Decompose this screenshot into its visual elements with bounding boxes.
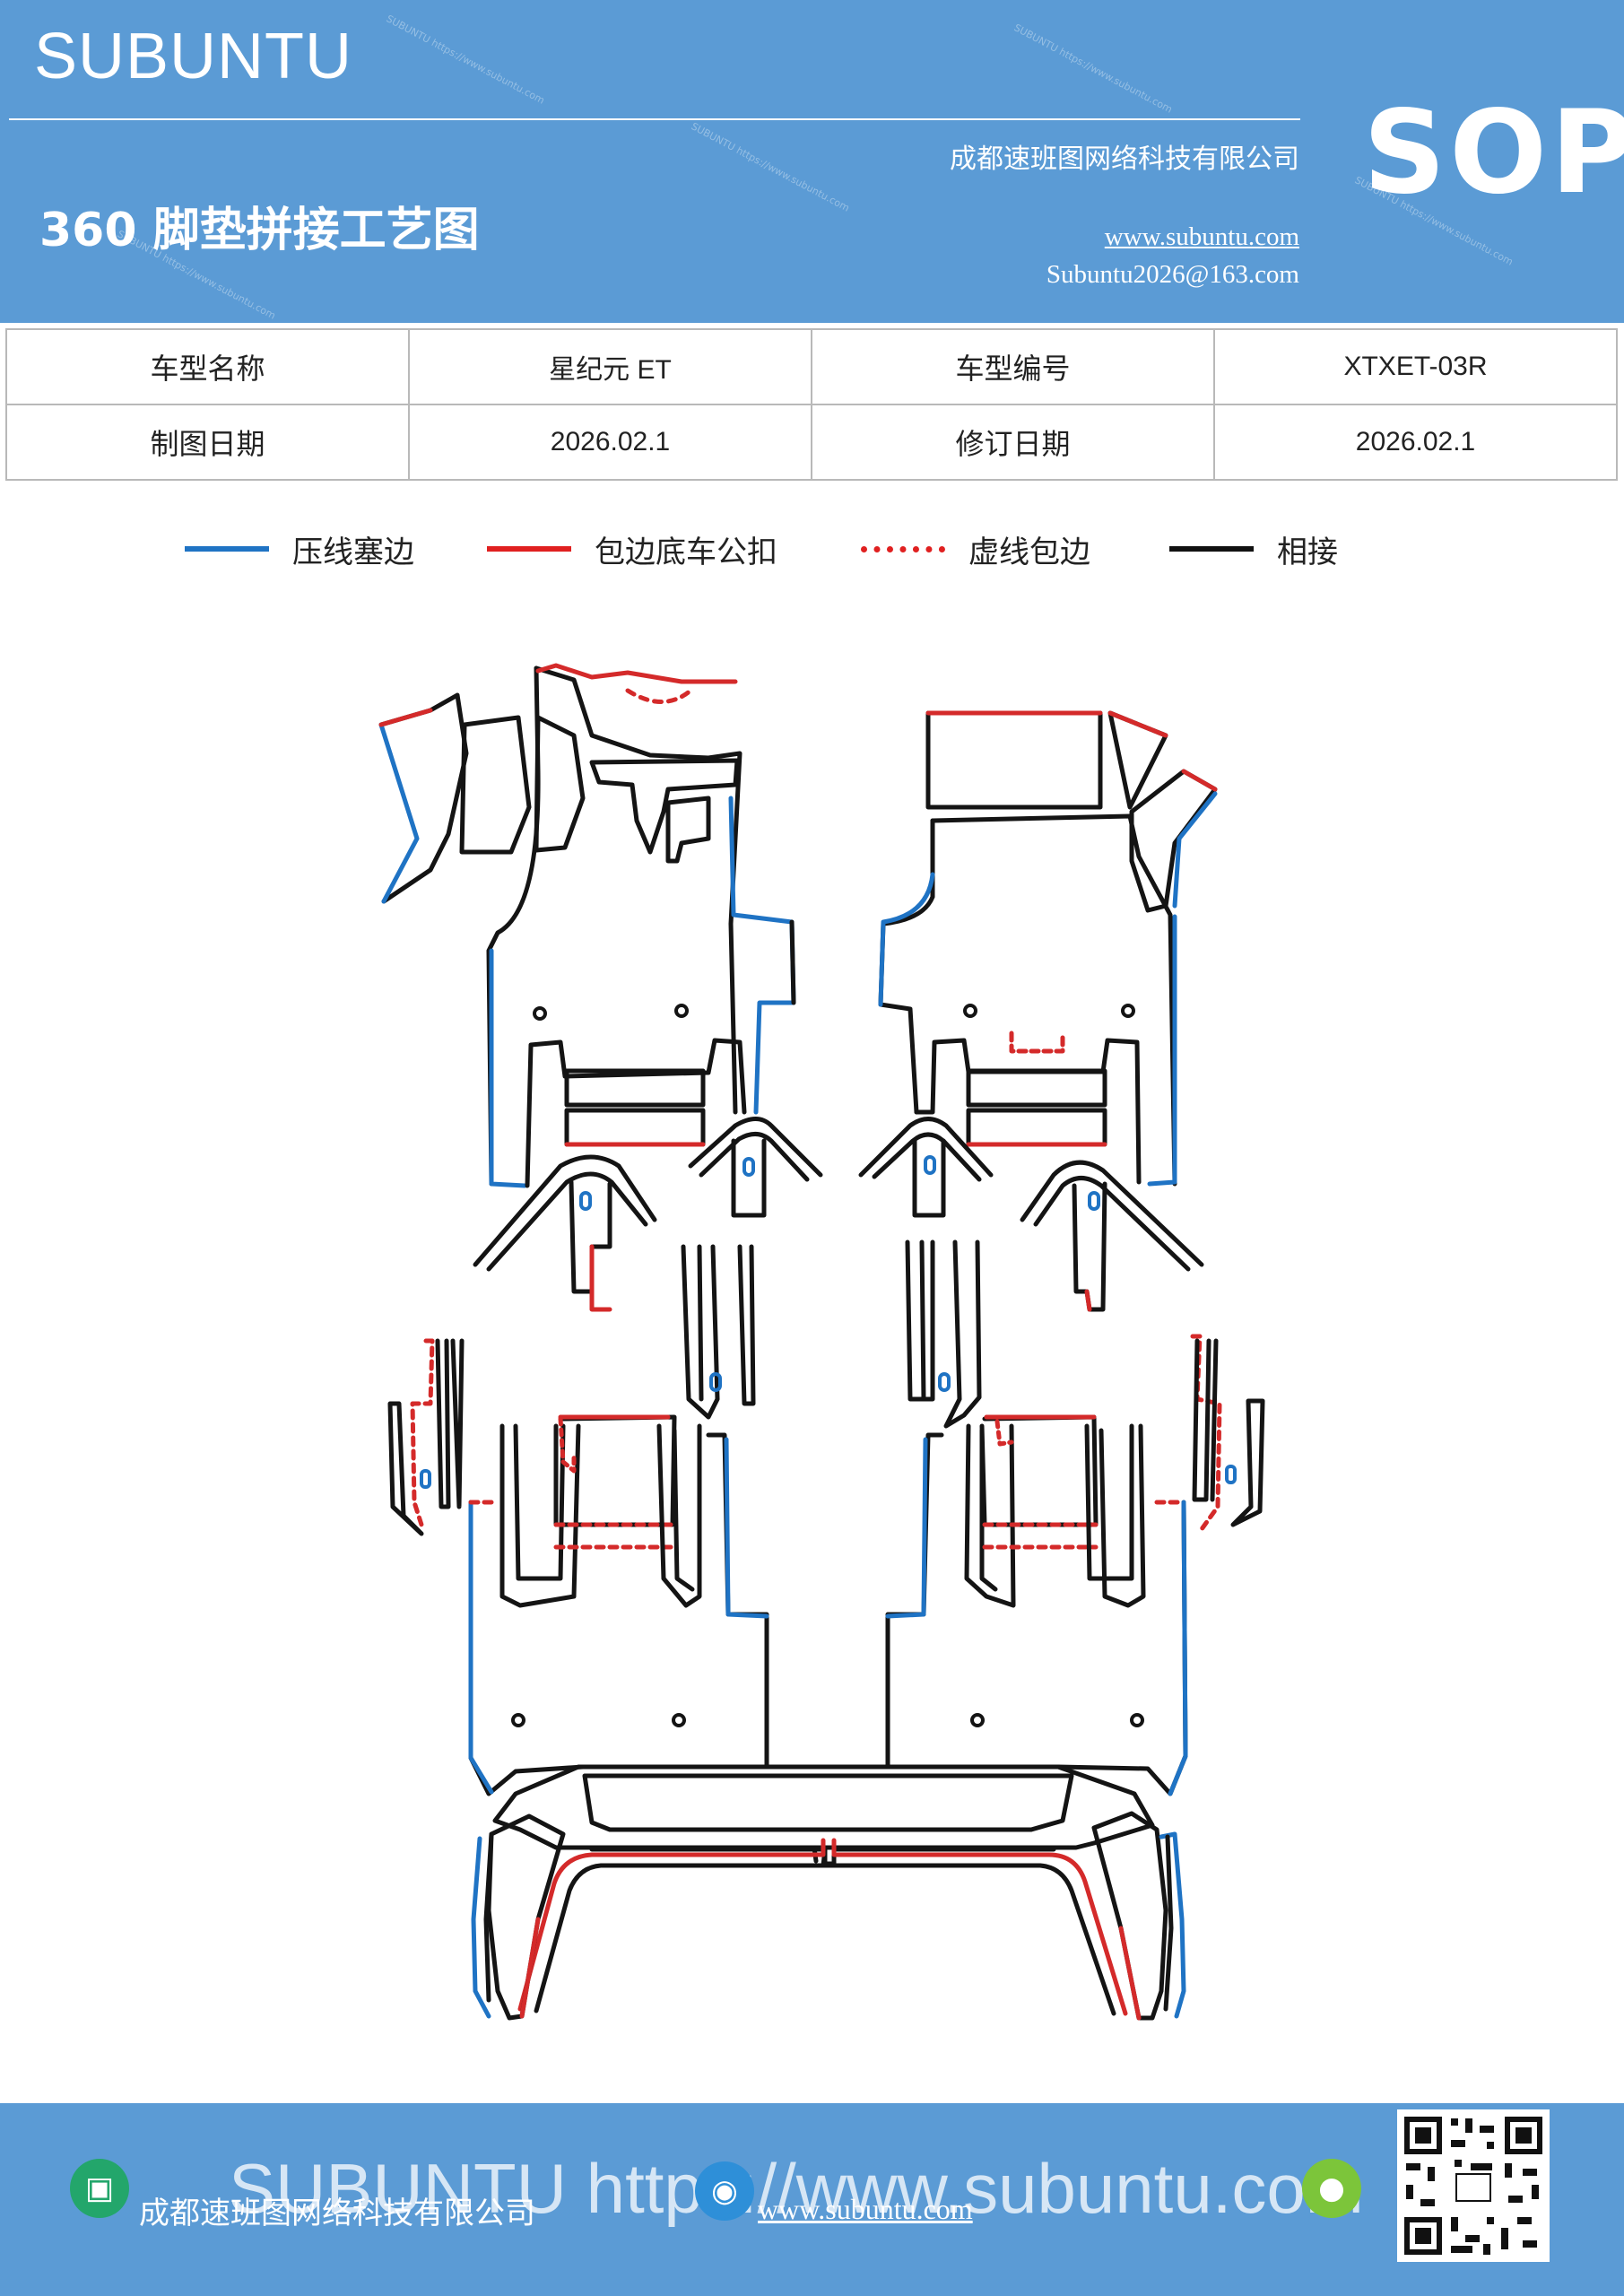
- table-row: 车型名称 星纪元 ET 车型编号 XTXET-03R: [5, 328, 1618, 405]
- dotted-line-swatch: [861, 545, 945, 552]
- footer-watermark: SUBUNTU https://www.subuntu.com: [229, 2149, 1364, 2228]
- building-icon: ▣: [70, 2159, 129, 2218]
- vehicle-info-table: 车型名称 星纪元 ET 车型编号 XTXET-03R 制图日期 2026.02.…: [5, 328, 1618, 481]
- legend-label: 相接: [1277, 534, 1338, 570]
- header-divider: [9, 118, 1300, 120]
- red-line-swatch: [487, 546, 571, 552]
- brand-logo-text: SUBUNTU: [34, 21, 353, 92]
- table-cell: 2026.02.1: [408, 404, 812, 481]
- globe-icon: ◉: [695, 2161, 754, 2221]
- legend-label: 压线塞边: [292, 534, 414, 570]
- table-cell: 修订日期: [811, 404, 1215, 481]
- footer-website-link[interactable]: www.subuntu.com: [758, 2193, 973, 2225]
- rear-left-mat: [387, 1338, 769, 1796]
- email-address: Subuntu2026@163.com: [1046, 260, 1299, 289]
- legend-item-red-dotted: 虚线包边: [861, 522, 1090, 576]
- table-cell: 车型名称: [5, 328, 410, 405]
- legend-label: 包边底车公扣: [595, 534, 777, 570]
- blue-line-swatch: [185, 546, 269, 552]
- qr-code: [1397, 2109, 1550, 2262]
- table-cell: XTXET-03R: [1213, 328, 1618, 405]
- legend-item-red: 包边底车公扣: [487, 522, 777, 576]
- line-legend: 压线塞边 包边底车公扣 虚线包边 相接: [0, 522, 1624, 576]
- footer-company-name: 成都速班图网络科技有限公司: [139, 2196, 535, 2231]
- legend-label: 虚线包边: [968, 534, 1090, 570]
- document-title: 360 脚垫拼接工艺图: [39, 204, 480, 257]
- website-link[interactable]: www.subuntu.com: [1104, 222, 1299, 251]
- third-row-mat: [471, 1764, 1186, 2021]
- company-name: 成都速班图网络科技有限公司: [950, 144, 1299, 175]
- table-cell: 星纪元 ET: [408, 328, 812, 405]
- front-right-mat: [878, 710, 1218, 1187]
- middle-right-pieces: [858, 1117, 1204, 1429]
- legend-item-blue: 压线塞边: [185, 522, 414, 576]
- wechat-icon: ●: [1302, 2159, 1361, 2218]
- rear-right-mat: [885, 1334, 1265, 1796]
- middle-left-pieces: [473, 1117, 823, 1420]
- legend-item-black: 相接: [1169, 522, 1338, 576]
- sop-badge: SOP: [1363, 86, 1624, 220]
- table-row: 制图日期 2026.02.1 修订日期 2026.02.1: [5, 404, 1618, 481]
- front-left-mat: [378, 663, 796, 1188]
- table-cell: 制图日期: [5, 404, 410, 481]
- footer-banner: SUBUNTU https://www.subuntu.com ▣ 成都速班图网…: [0, 2103, 1624, 2296]
- table-cell: 2026.02.1: [1213, 404, 1618, 481]
- header-banner: SUBUNTU https://www.subuntu.com SUBUNTU …: [0, 0, 1624, 323]
- table-cell: 车型编号: [811, 328, 1215, 405]
- black-line-swatch: [1169, 546, 1254, 552]
